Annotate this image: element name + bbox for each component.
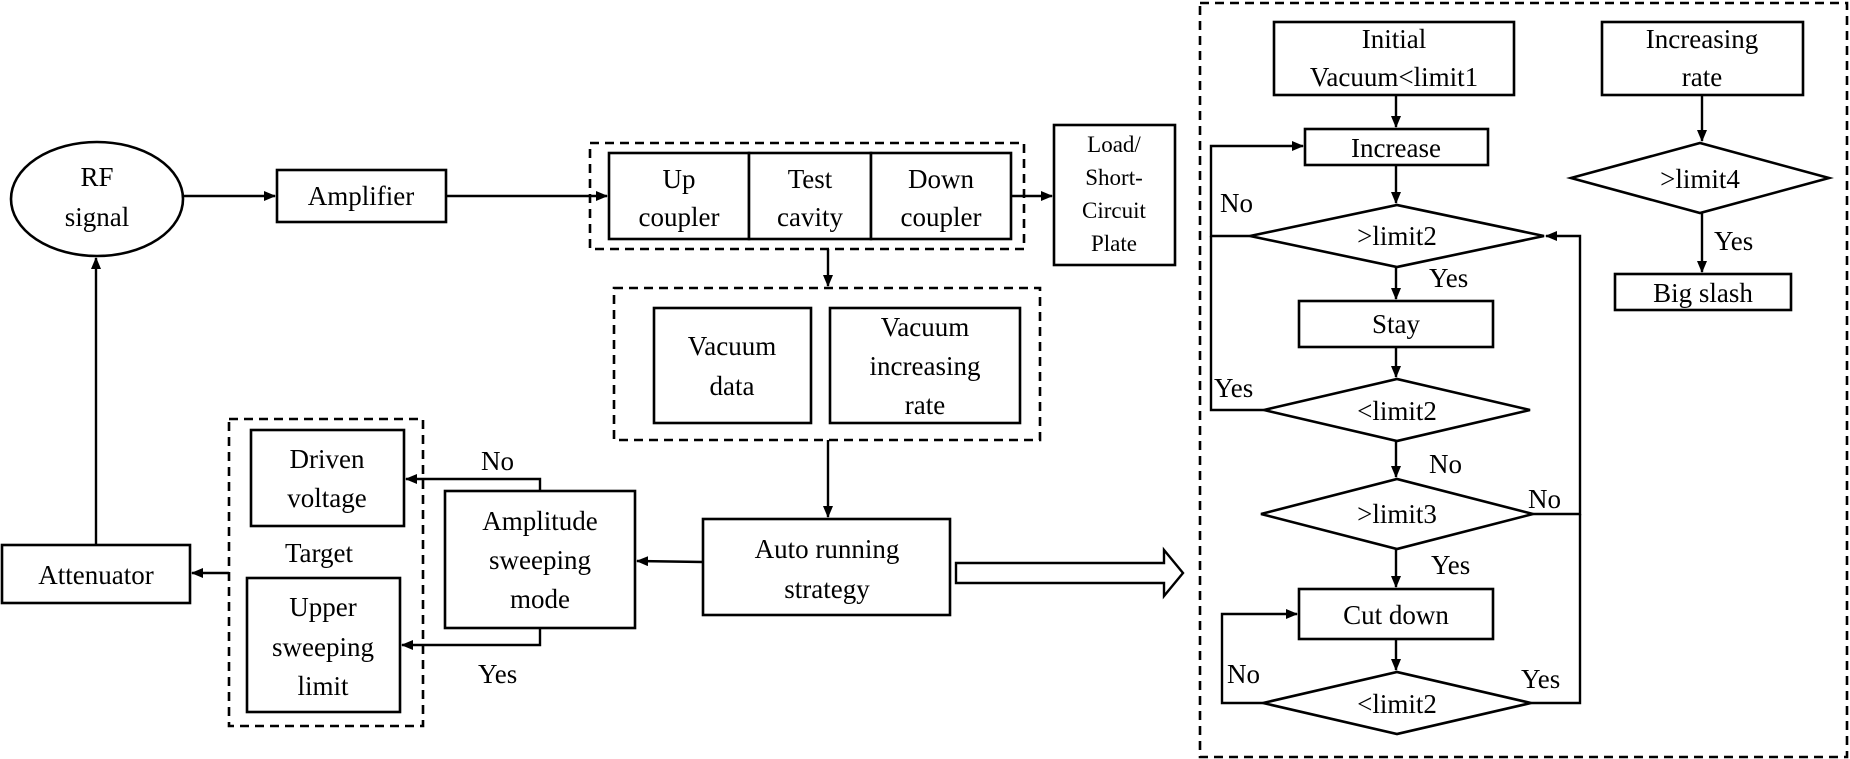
strategy-detail-group bbox=[1198, 1, 1849, 759]
vacuum-rate-label-2: increasing bbox=[870, 351, 981, 381]
initial-label-1: Initial bbox=[1362, 24, 1426, 54]
load-node: Load/ Short- Circuit Plate bbox=[1052, 123, 1177, 267]
load-label-2: Short- bbox=[1085, 165, 1143, 190]
edge-amplitude-no bbox=[405, 474, 542, 491]
increasing-rate-node: Increasing rate bbox=[1600, 20, 1805, 97]
edge-gt3-no bbox=[1533, 231, 1582, 516]
upper-limit-label-2: sweeping bbox=[272, 632, 374, 662]
auto-running-label-1: Auto running bbox=[755, 534, 900, 564]
gt3-no-label: No bbox=[1528, 484, 1561, 514]
rf-signal-label-1: RF bbox=[80, 162, 113, 192]
vacuum-group bbox=[612, 286, 1042, 442]
edge-lt2b-no bbox=[1220, 609, 1298, 705]
upper-limit-label-3: limit bbox=[297, 671, 349, 701]
increasing-rate-label-2: rate bbox=[1682, 62, 1722, 92]
edge-gt2-no bbox=[1209, 141, 1304, 238]
amplitude-no-label: No bbox=[481, 446, 514, 476]
vacuum-rate-label-1: Vacuum bbox=[881, 312, 969, 342]
big-slash-label: Big slash bbox=[1653, 278, 1753, 308]
driven-voltage-node: Driven voltage bbox=[249, 428, 406, 528]
amplifier-label: Amplifier bbox=[308, 181, 414, 211]
up-coupler-label-2: coupler bbox=[639, 202, 720, 232]
driven-voltage-label-1: Driven bbox=[290, 444, 365, 474]
detail-arrow bbox=[954, 546, 1185, 600]
lt-limit2-a-label: <limit2 bbox=[1357, 396, 1437, 426]
cut-down-label: Cut down bbox=[1343, 600, 1449, 630]
load-label-4: Plate bbox=[1091, 231, 1137, 256]
gt4-yes-label: Yes bbox=[1714, 226, 1753, 256]
edge-auto-to-amplitude bbox=[636, 556, 704, 567]
vacuum-rate-node: Vacuum increasing rate bbox=[828, 306, 1022, 425]
cut-down-node: Cut down bbox=[1297, 587, 1495, 641]
initial-node: Initial Vacuum<limit1 bbox=[1272, 20, 1516, 97]
gt-limit4-decision: >limit4 bbox=[1566, 141, 1834, 215]
edge-lt2a-yes bbox=[1209, 236, 1264, 412]
load-label-3: Circuit bbox=[1082, 198, 1146, 223]
gt-limit3-label: >limit3 bbox=[1357, 499, 1437, 529]
amplitude-yes-label: Yes bbox=[478, 659, 517, 689]
rf-signal-label-2: signal bbox=[65, 202, 130, 232]
increase-label: Increase bbox=[1351, 133, 1441, 163]
amplitude-mode-label-2: sweeping bbox=[489, 545, 591, 575]
attenuator-label: Attenuator bbox=[38, 560, 153, 590]
amplifier-node: Amplifier bbox=[275, 168, 448, 224]
vacuum-rate-label-3: rate bbox=[905, 390, 945, 420]
increase-node: Increase bbox=[1303, 127, 1490, 167]
lt2b-yes-label: Yes bbox=[1521, 664, 1560, 694]
test-cavity-label-1: Test bbox=[788, 164, 833, 194]
increasing-rate-label-1: Increasing bbox=[1646, 24, 1758, 54]
edge-amplitude-yes bbox=[401, 628, 542, 650]
amplitude-mode-label-1: Amplitude bbox=[482, 506, 598, 536]
initial-label-2: Vacuum<limit1 bbox=[1310, 62, 1478, 92]
test-cavity-node: Test cavity bbox=[747, 151, 873, 241]
load-label-1: Load/ bbox=[1087, 132, 1141, 157]
gt-limit3-decision: >limit3 bbox=[1260, 477, 1534, 551]
lt2a-yes-label: Yes bbox=[1214, 373, 1253, 403]
upper-limit-label-1: Upper bbox=[289, 592, 356, 622]
down-coupler-label-1: Down bbox=[908, 164, 974, 194]
auto-running-node: Auto running strategy bbox=[701, 517, 952, 617]
test-cavity-label-2: cavity bbox=[777, 202, 843, 232]
stay-node: Stay bbox=[1297, 299, 1495, 349]
attenuator-node: Attenuator bbox=[0, 543, 192, 605]
gt-limit4-label: >limit4 bbox=[1660, 164, 1740, 194]
amplitude-mode-node: Amplitude sweeping mode bbox=[443, 489, 637, 630]
lt-limit2-a-decision: <limit2 bbox=[1263, 377, 1531, 443]
gt-limit2-label: >limit2 bbox=[1357, 221, 1437, 251]
rf-signal-node: RF signal bbox=[9, 140, 185, 258]
upper-limit-node: Upper sweeping limit bbox=[245, 576, 402, 714]
stay-label: Stay bbox=[1372, 309, 1421, 339]
gt2-no-label: No bbox=[1220, 188, 1253, 218]
big-slash-node: Big slash bbox=[1613, 272, 1793, 312]
lt2b-no-label: No bbox=[1227, 659, 1260, 689]
edge-lt2b-yes bbox=[1531, 514, 1582, 705]
gt3-yes-label: Yes bbox=[1431, 550, 1470, 580]
gt-limit2-decision: >limit2 bbox=[1249, 203, 1545, 269]
up-coupler-node: Up coupler bbox=[607, 151, 751, 241]
vacuum-data-label-1: Vacuum bbox=[688, 331, 776, 361]
target-label: Target bbox=[285, 538, 354, 568]
vacuum-data-node: Vacuum data bbox=[652, 306, 813, 425]
driven-voltage-label-2: voltage bbox=[287, 483, 366, 513]
lt2a-no-label: No bbox=[1429, 449, 1462, 479]
amplitude-mode-label-3: mode bbox=[510, 584, 570, 614]
up-coupler-label-1: Up bbox=[663, 164, 696, 194]
auto-running-label-2: strategy bbox=[784, 574, 870, 604]
gt2-yes-label: Yes bbox=[1429, 263, 1468, 293]
down-coupler-node: Down coupler bbox=[869, 151, 1013, 241]
vacuum-data-label-2: data bbox=[710, 371, 755, 401]
lt-limit2-b-label: <limit2 bbox=[1357, 689, 1437, 719]
lt-limit2-b-decision: <limit2 bbox=[1262, 670, 1532, 736]
down-coupler-label-2: coupler bbox=[901, 202, 982, 232]
